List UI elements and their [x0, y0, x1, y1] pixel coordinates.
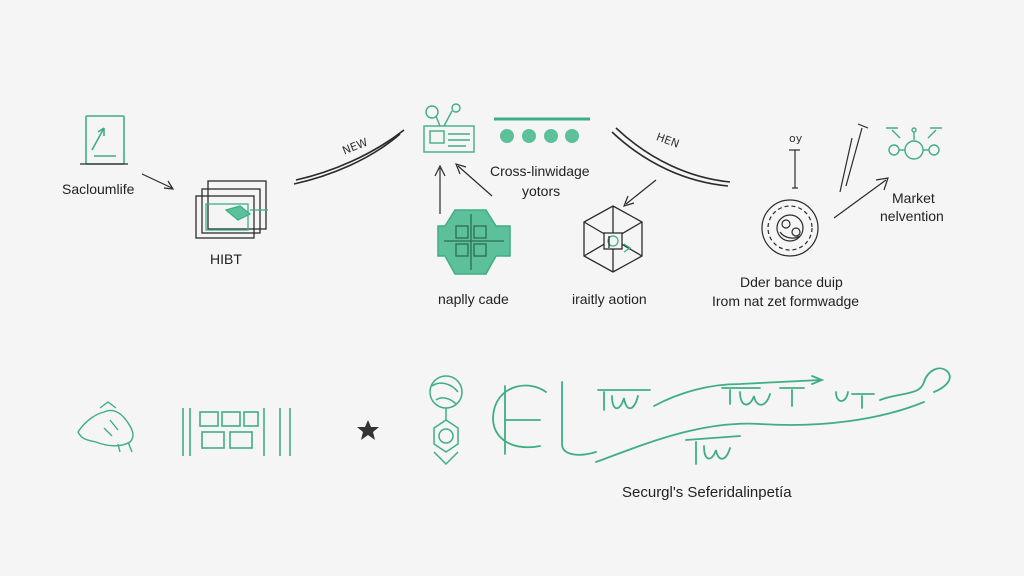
- label-iraitly-aotion: iraitly aotion: [572, 291, 647, 307]
- sketch-animal-icon: [77, 401, 134, 453]
- label-hibt: HIBT: [210, 251, 242, 267]
- label-nelvention: nelvention: [880, 208, 944, 224]
- label-yotors: yotors: [522, 183, 561, 199]
- curved-arrow-hen: [611, 127, 731, 187]
- star-icon: [357, 420, 379, 440]
- pole-sketches: [789, 123, 869, 193]
- label-oy: oy: [789, 132, 803, 145]
- label-irom-nat-zet: Irom nat zet formwadge: [712, 293, 860, 309]
- curved-arrow-new: [293, 129, 405, 185]
- arrow-sacloumlife-to-hibt: [141, 173, 175, 190]
- network-node-icon: [423, 103, 475, 153]
- progress-dots: [494, 117, 590, 143]
- label-sacloumlife: Sacloumlife: [62, 181, 135, 197]
- barcode-icon: [182, 408, 291, 456]
- arrow-into-cross: [454, 163, 493, 197]
- label-cross-linwidage: Cross-linwidage: [490, 163, 590, 179]
- arrow-up-naplly: [434, 164, 446, 214]
- monitor-stack-icon: [195, 180, 268, 239]
- hub-cross-icon: [437, 209, 511, 275]
- label-dder-bance-duip: Dder bance duip: [740, 274, 843, 290]
- label-naplly-cade: naplly cade: [438, 291, 509, 307]
- label-market: Market: [892, 190, 935, 206]
- gear-circle-icon: [761, 199, 819, 257]
- hexagon-cube-icon: [583, 205, 643, 273]
- arrow-from-market: [833, 177, 889, 219]
- scribble-text-icon: [492, 367, 951, 465]
- document-arrow-icon: [80, 115, 128, 165]
- label-footer-securgl: Securgl's Seferidalinpetía: [622, 484, 792, 501]
- globe-stack-icon: [429, 375, 463, 466]
- drone-icon: [886, 127, 942, 160]
- arrow-from-iraitly: [622, 179, 657, 207]
